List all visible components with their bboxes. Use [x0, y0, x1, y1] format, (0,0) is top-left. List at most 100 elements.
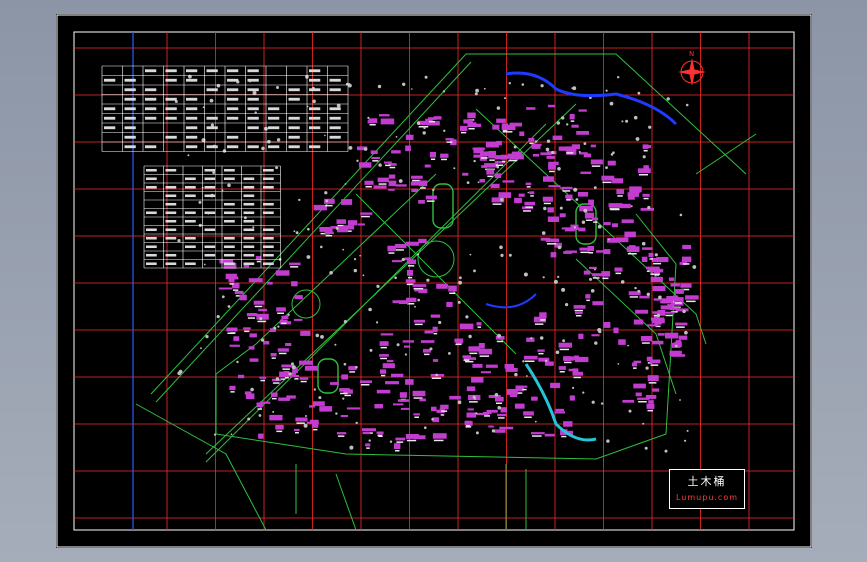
building — [432, 359, 439, 362]
building — [641, 256, 648, 262]
tree — [396, 343, 400, 347]
building-outline — [566, 152, 574, 154]
tree — [682, 309, 686, 314]
tree — [513, 145, 517, 149]
building-outline — [244, 330, 250, 333]
building — [371, 157, 380, 159]
tree — [593, 186, 597, 190]
building-outline — [559, 348, 569, 351]
building-outline — [502, 129, 508, 132]
tree — [344, 183, 347, 185]
building-outline — [562, 190, 571, 192]
building — [496, 118, 506, 123]
tree — [497, 333, 501, 338]
building-outline — [629, 296, 639, 298]
table-cell-text — [224, 211, 235, 215]
tree — [202, 106, 205, 109]
building-outline — [349, 371, 356, 373]
building-outline — [278, 352, 287, 355]
building-outline — [281, 322, 287, 325]
building — [601, 271, 611, 277]
tree — [315, 333, 320, 338]
building — [285, 343, 292, 346]
building — [488, 395, 501, 398]
tree — [473, 269, 476, 273]
building-outline — [481, 157, 488, 159]
building — [346, 407, 361, 410]
building-outline — [525, 206, 533, 208]
building-outline — [455, 343, 462, 346]
building — [488, 425, 494, 428]
building — [348, 220, 358, 226]
road-line — [150, 53, 747, 395]
building — [572, 368, 579, 374]
building — [391, 150, 401, 154]
table-cell-text — [165, 135, 177, 139]
tree — [500, 198, 504, 202]
building — [362, 432, 371, 435]
table-cell-text — [288, 97, 300, 101]
tree — [475, 88, 479, 93]
building — [485, 364, 498, 368]
table-cell-text — [263, 253, 274, 257]
building-outline — [381, 374, 386, 377]
road-line — [215, 173, 437, 375]
building — [406, 259, 417, 265]
building — [394, 443, 401, 449]
building — [566, 149, 577, 155]
building — [481, 165, 487, 168]
building — [550, 382, 561, 389]
table-cell-text — [288, 145, 300, 149]
tree — [335, 226, 339, 230]
building — [404, 257, 411, 261]
building — [299, 360, 313, 365]
table-cell-text — [329, 126, 341, 130]
building — [545, 238, 560, 243]
building — [337, 227, 349, 233]
building — [248, 278, 263, 283]
table-cell-text — [309, 69, 321, 73]
tree — [497, 406, 502, 410]
tree — [551, 150, 555, 155]
building — [275, 424, 284, 430]
building-outline — [257, 320, 267, 323]
building — [270, 353, 277, 357]
tree — [368, 439, 371, 442]
building — [382, 363, 395, 369]
building-outline — [566, 199, 571, 201]
table-cell-text — [247, 145, 259, 149]
table-cell-text — [165, 202, 177, 206]
building — [431, 406, 437, 412]
building — [591, 273, 602, 277]
building — [546, 155, 555, 159]
table-cell-text — [146, 211, 157, 215]
building — [580, 171, 592, 174]
building — [336, 432, 347, 435]
tree — [250, 387, 254, 392]
building-outline — [522, 388, 527, 391]
building — [319, 406, 333, 412]
table-cell-text — [288, 126, 300, 130]
tree — [556, 121, 560, 125]
building — [411, 188, 418, 193]
tree — [200, 347, 202, 350]
tree — [318, 396, 322, 400]
tree — [465, 315, 469, 319]
building — [528, 138, 535, 142]
building — [518, 193, 525, 197]
outer-frame — [56, 14, 812, 548]
indicator-table-1 — [101, 65, 349, 152]
table-cell-text — [146, 236, 157, 240]
building — [505, 367, 518, 372]
tree — [277, 325, 280, 328]
tree — [504, 97, 506, 100]
building — [519, 131, 525, 136]
tree — [605, 166, 608, 170]
tree — [213, 433, 217, 436]
tree — [494, 393, 499, 397]
building — [500, 407, 507, 413]
building — [526, 107, 536, 110]
building — [428, 117, 437, 120]
building — [425, 118, 433, 123]
